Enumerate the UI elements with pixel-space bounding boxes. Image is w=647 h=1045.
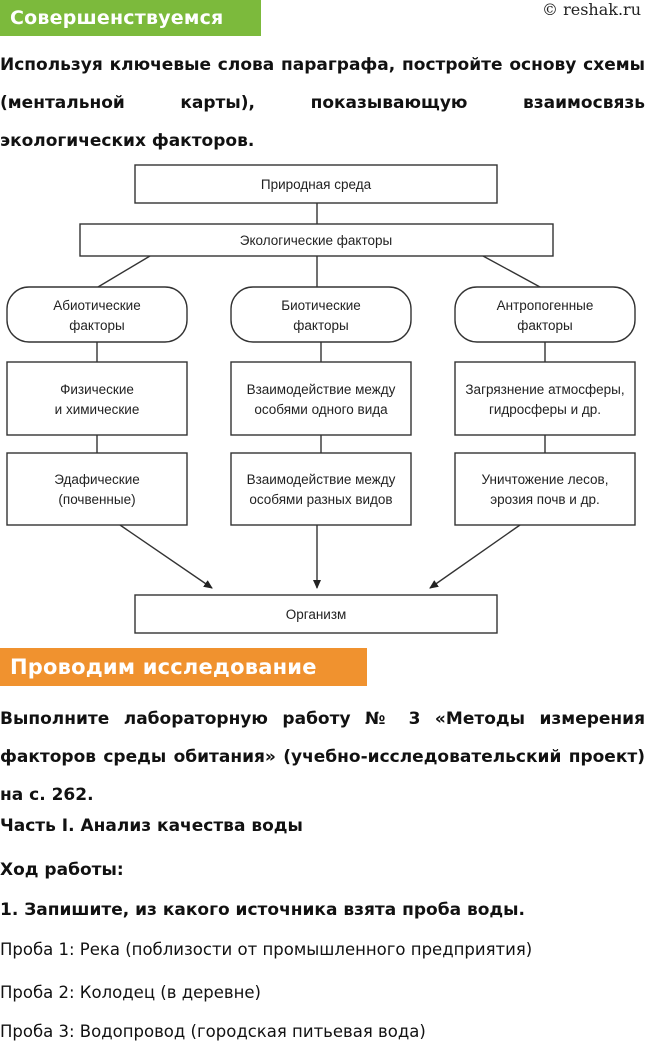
edaphic-label-line2: (почвенные) [58,492,135,507]
section-badge-improve: Совершенствуемся [0,0,261,36]
box-anthropogenic-factors [454,286,636,343]
deforestation-label-line2: эрозия почв и др. [490,492,599,507]
part-heading: Часть I. Анализ качества воды [0,816,303,836]
box-intraspecific [230,361,412,436]
physical-label-line1: Физические [60,382,134,397]
task-text: Используя ключевые слова параграфа, пост… [0,55,645,151]
physical-label-line2: и химические [55,402,140,417]
abiotic-label-line1: Абиотические [53,298,140,313]
sample-1: Проба 1: Река (поблизости от промышленно… [0,940,533,959]
pollution-label-line2: гидросферы и др. [489,402,601,417]
box-biotic-factors [230,286,412,343]
interspecific-label-line2: особями разных видов [249,492,392,507]
box-pollution [454,361,636,436]
edaphic-label-line1: Эдафические [54,472,140,487]
biotic-label-line2: факторы [293,318,348,333]
organism-label: Организм [286,607,347,622]
sample-3: Проба 3: Водопровод (городская питьевая … [0,1022,426,1041]
box-abiotic-factors [6,286,188,343]
ecological-factors-label: Экологические факторы [240,233,392,248]
course-heading: Ход работы: [0,860,124,880]
source-label: © reshak.ru [542,0,641,19]
box-deforestation [454,452,636,526]
deforestation-label-line1: Уничтожение лесов, [482,472,609,487]
box-natural-environment [134,164,498,204]
ecological-factors-diagram: Природная среда Экологические факторы Аб… [6,164,636,634]
pollution-label-line1: Загрязнение атмосферы, [465,382,624,397]
section-badge-research: Проводим исследование [0,648,367,686]
step-1-heading: 1. Запишите, из какого источника взята п… [0,900,525,920]
box-physical-chemical [6,361,188,436]
lab-task-text: Выполните лабораторную работу № 3 «Метод… [0,709,645,805]
box-organism [134,594,498,634]
box-ecological-factors [79,223,554,257]
abiotic-label-line2: факторы [69,318,124,333]
natural-environment-label: Природная среда [261,177,372,192]
sample-2: Проба 2: Колодец (в деревне) [0,983,261,1002]
intraspecific-label-line1: Взаимодействие между [247,382,396,397]
intraspecific-label-line2: особями одного вида [254,402,388,417]
anthropogenic-label-line2: факторы [517,318,572,333]
anthropogenic-label-line1: Антропогенные [497,298,594,313]
diagram-connectors [96,203,546,589]
interspecific-label-line1: Взаимодействие между [247,472,396,487]
box-edaphic [6,452,188,526]
biotic-label-line1: Биотические [281,298,361,313]
box-interspecific [230,452,412,526]
